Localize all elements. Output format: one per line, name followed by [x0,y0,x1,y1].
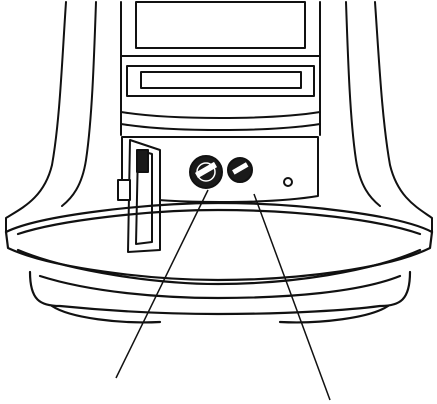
ash-lip [126,65,315,97]
hearth-top-edge [4,201,434,234]
hearth-front [4,230,434,282]
indicator-light-icon [283,177,293,187]
door-hinge [117,179,131,201]
pedestal-base [28,270,412,316]
upper-door-base [120,111,321,119]
door-latch [136,149,149,173]
body-left-inner-line [61,1,97,207]
pedestal-base-under [50,304,162,324]
dial-knob-icon [189,155,223,189]
upper-door-base-2 [120,123,321,131]
glass-window [135,1,306,49]
leader-line-left [115,189,209,379]
hearth-top-edge-inner [16,208,422,236]
ash-lip-inner [140,71,302,89]
body-left-outline [5,1,67,233]
leader-line-right [253,193,331,401]
dial-knob-icon [227,157,253,183]
hearth-front-lower [16,248,422,286]
body-right-outline [374,1,433,233]
body-right-inner-line [345,1,381,207]
pedestal-curve [38,274,402,300]
pedestal-base-under-right [278,304,390,324]
